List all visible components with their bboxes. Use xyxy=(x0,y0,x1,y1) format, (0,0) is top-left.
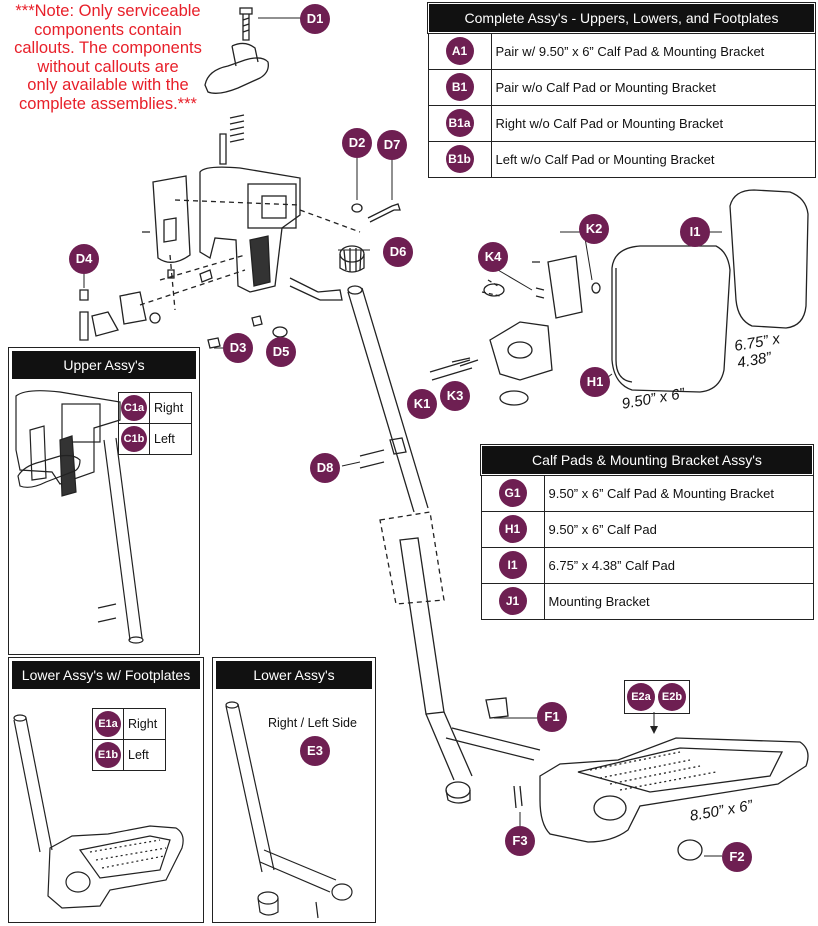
row-desc: Mounting Bracket xyxy=(543,582,814,620)
screw-d1 xyxy=(239,7,253,41)
table-row: E1a Right xyxy=(92,708,166,740)
lower-side-label: Right / Left Side xyxy=(268,716,357,730)
callout-k2: K2 xyxy=(579,214,609,244)
table-row: E1b Left xyxy=(92,739,166,771)
callout-d8: D8 xyxy=(310,453,340,483)
calf-pad-large xyxy=(611,245,731,393)
serviceable-note: ***Note: Only serviceable components con… xyxy=(14,2,202,113)
upper-assy-drawing xyxy=(15,390,144,644)
bracket-part xyxy=(199,166,301,293)
d7-screw xyxy=(367,203,401,223)
row-desc: Right w/o Calf Pad or Mounting Bracket xyxy=(490,104,816,142)
code-badge: B1a xyxy=(445,109,474,137)
row-label: Left xyxy=(123,739,166,771)
lower-fp-codes: E1a Right E1b Left xyxy=(92,708,166,771)
row-desc: 9.50” x 6” Calf Pad xyxy=(543,510,814,548)
calf-pad-table: Calf Pads & Mounting Bracket Assy's G1 9… xyxy=(480,444,814,620)
callout-e3: E3 xyxy=(300,736,330,766)
callout-k3: K3 xyxy=(440,381,470,411)
callout-h1: H1 xyxy=(580,367,610,397)
callout-e2b: E2b xyxy=(658,683,686,711)
e2-callout-box: E2a E2b xyxy=(624,680,690,714)
callout-d3: D3 xyxy=(223,333,253,363)
calf-pad-small xyxy=(729,189,809,329)
lower-fp-drawing xyxy=(13,714,184,909)
code-badge: B1 xyxy=(445,73,474,101)
callout-d1: D1 xyxy=(300,4,330,34)
calf-pad-title: Calf Pads & Mounting Bracket Assy's xyxy=(480,444,814,476)
callout-i1: I1 xyxy=(680,217,710,247)
code-badge: H1 xyxy=(498,515,527,543)
callout-k4: K4 xyxy=(478,242,508,272)
upper-assy-title: Upper Assy's xyxy=(12,351,196,379)
table-row: H1 9.50” x 6” Calf Pad xyxy=(480,510,814,548)
callout-k1: K1 xyxy=(407,389,437,419)
cap-f1 xyxy=(485,697,509,719)
complete-assy-table: Complete Assy's - Uppers, Lowers, and Fo… xyxy=(427,2,816,178)
spring-part xyxy=(229,114,245,143)
callout-f3: F3 xyxy=(505,826,535,856)
clamp-d6 xyxy=(339,245,365,273)
row-desc: 6.75” x 4.38” Calf Pad xyxy=(543,546,814,584)
lever-part xyxy=(204,57,269,94)
row-desc: Pair w/ 9.50” x 6” Calf Pad & Mounting B… xyxy=(490,32,816,70)
row-label: Left xyxy=(149,423,192,455)
code-badge: I1 xyxy=(498,551,527,579)
code-badge: G1 xyxy=(498,479,527,508)
lower-box: Lower Assy's xyxy=(212,657,376,923)
table-row: G1 9.50” x 6” Calf Pad & Mounting Bracke… xyxy=(480,474,814,512)
lower-drawing xyxy=(225,701,353,919)
code-badge: E1b xyxy=(95,742,121,768)
callout-e2a: E2a xyxy=(627,683,655,711)
complete-assy-title: Complete Assy's - Uppers, Lowers, and Fo… xyxy=(427,2,816,34)
mount-bracket xyxy=(489,321,553,381)
callout-d7: D7 xyxy=(377,130,407,160)
code-badge: B1b xyxy=(445,145,474,173)
telescope-part xyxy=(379,511,445,605)
callout-d6: D6 xyxy=(383,237,413,267)
lower-fp-title: Lower Assy's w/ Footplates xyxy=(12,661,200,689)
table-row: A1 Pair w/ 9.50” x 6” Calf Pad & Mountin… xyxy=(427,32,816,70)
code-badge: C1b xyxy=(121,426,147,452)
upper-assy-box: Upper Assy's xyxy=(8,347,200,655)
table-row: B1b Left w/o Calf Pad or Mounting Bracke… xyxy=(427,140,816,178)
table-row: B1 Pair w/o Calf Pad or Mounting Bracket xyxy=(427,68,816,106)
main-tube xyxy=(347,287,429,513)
table-row: I1 6.75” x 4.38” Calf Pad xyxy=(480,546,814,584)
lower-fp-box: Lower Assy's w/ Footplates xyxy=(8,657,204,923)
code-badge: C1a xyxy=(121,395,147,421)
upper-assy-codes: C1a Right C1b Left xyxy=(118,392,192,455)
row-desc: 9.50” x 6” Calf Pad & Mounting Bracket xyxy=(543,474,814,512)
row-label: Right xyxy=(123,708,166,740)
table-row: B1a Right w/o Calf Pad or Mounting Brack… xyxy=(427,104,816,142)
callout-d4: D4 xyxy=(69,244,99,274)
row-label: Right xyxy=(149,392,192,424)
table-row: J1 Mounting Bracket xyxy=(480,582,814,620)
callout-d2: D2 xyxy=(342,128,372,158)
code-badge: J1 xyxy=(498,587,527,615)
callout-d5: D5 xyxy=(266,337,296,367)
row-desc: Left w/o Calf Pad or Mounting Bracket xyxy=(490,140,816,178)
d4-part xyxy=(79,289,89,341)
table-row: C1a Right xyxy=(118,392,192,424)
callout-f2: F2 xyxy=(722,842,752,872)
footplate-part xyxy=(539,737,809,843)
hanger-tube-part xyxy=(152,175,191,263)
code-badge: E1a xyxy=(95,711,121,737)
row-desc: Pair w/o Calf Pad or Mounting Bracket xyxy=(490,68,816,106)
code-badge: A1 xyxy=(445,37,474,66)
lower-title: Lower Assy's xyxy=(216,661,372,689)
callout-f1: F1 xyxy=(537,702,567,732)
table-row: C1b Left xyxy=(118,423,192,455)
